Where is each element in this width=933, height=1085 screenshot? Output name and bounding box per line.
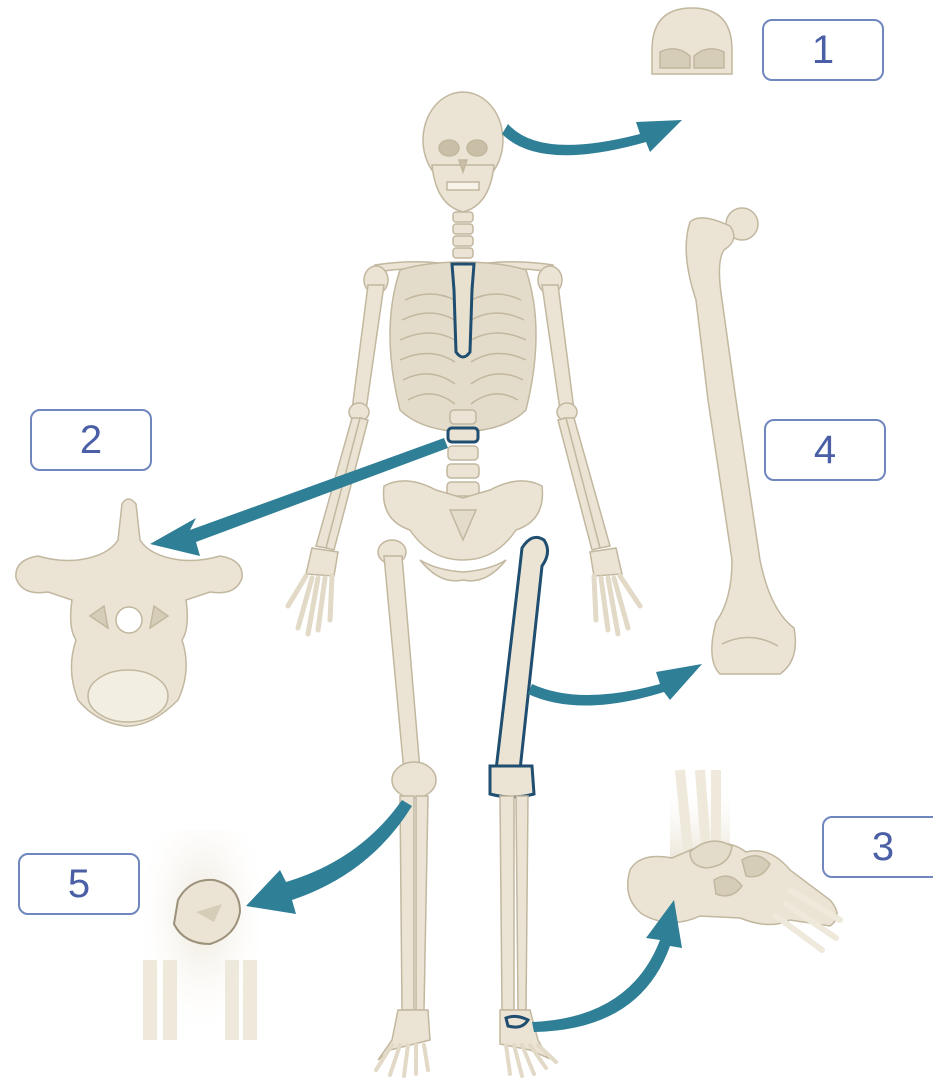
label-box-1: 1 [762, 19, 884, 81]
left-leg [490, 537, 556, 1076]
label-box-3: 3 [822, 816, 933, 878]
detail-patella [145, 830, 260, 1040]
label-number-2: 2 [80, 418, 102, 463]
arrow-1 [502, 120, 682, 155]
left-arm [538, 266, 640, 634]
label-number-5: 5 [68, 862, 90, 907]
lumbar-spine [447, 410, 479, 496]
main-skeleton [288, 92, 640, 1076]
label-number-1: 1 [812, 28, 834, 73]
label-box-4: 4 [764, 419, 886, 481]
cervical-spine [453, 212, 473, 258]
arrow-3 [532, 900, 682, 1032]
label-number-4: 4 [814, 428, 836, 473]
arrow-4 [528, 664, 702, 706]
skull [423, 92, 503, 212]
sternum [452, 264, 474, 357]
label-box-5: 5 [18, 853, 140, 915]
label-box-2: 2 [30, 409, 152, 471]
right-arm [288, 266, 388, 634]
label-number-3: 3 [872, 825, 894, 870]
highlighted-femur [496, 537, 548, 770]
arrow-5 [246, 800, 412, 914]
detail-skull-bone [652, 8, 732, 74]
